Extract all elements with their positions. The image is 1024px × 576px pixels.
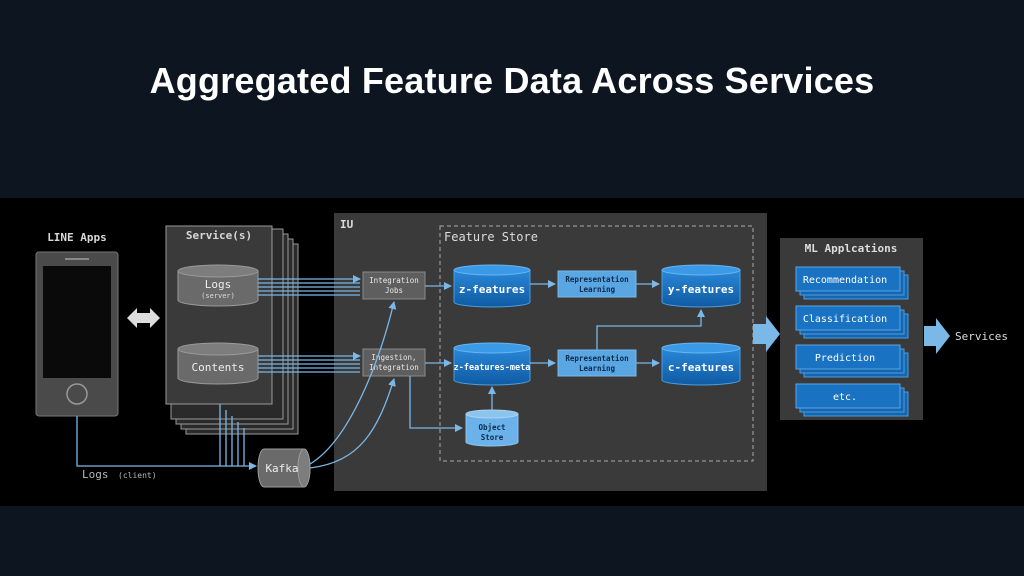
ml-item-recommendation xyxy=(795,266,909,300)
services-stack xyxy=(165,225,299,435)
rep-learning-bottom-line1: Representation xyxy=(565,354,628,363)
logs-label: Logs xyxy=(205,278,232,291)
representation-learning-box-top xyxy=(557,270,637,298)
logs-client-label: Logs xyxy=(82,468,109,481)
z-features-database-icon xyxy=(453,264,531,308)
rep-learning-top-line1: Representation xyxy=(565,275,628,284)
page-title: Aggregated Feature Data Across Services xyxy=(149,60,875,101)
phone-icon xyxy=(35,251,119,417)
ingestion-line1: Ingestion, xyxy=(371,353,416,362)
c-features-database-icon xyxy=(661,342,741,386)
kafka-label: Kafka xyxy=(265,462,298,475)
c-features-label: c-features xyxy=(668,361,734,374)
bidirectional-arrow-icon xyxy=(127,308,160,328)
ml-applications-label: ML Applcations xyxy=(805,242,898,255)
rep-learning-top-line2: Learning xyxy=(579,285,616,294)
z-features-meta-database-icon xyxy=(453,342,531,386)
z-features-meta-label: z-features-meta xyxy=(454,363,531,373)
ingestion-line2: Integration xyxy=(369,363,419,372)
services-label: Service(s) xyxy=(186,229,252,242)
object-store-database-icon xyxy=(465,409,519,447)
contents-database-icon xyxy=(177,342,259,385)
iu-label: IU xyxy=(340,218,354,231)
integration-jobs-box xyxy=(362,271,426,300)
contents-label: Contents xyxy=(192,361,245,374)
ml-item-etc xyxy=(795,383,909,417)
ml-item-classification-label: Classification xyxy=(803,314,887,325)
ml-item-etc-label: etc. xyxy=(833,392,857,403)
arrow-to-services-icon xyxy=(924,318,950,354)
z-features-label: z-features xyxy=(459,283,525,296)
ingestion-integration-box xyxy=(362,348,426,377)
arrow-to-ml-icon xyxy=(753,316,780,352)
ml-item-recommendation-label: Recommendation xyxy=(803,275,887,286)
feature-store-label: Feature Store xyxy=(444,230,538,244)
connector-lines xyxy=(76,275,705,470)
integration-jobs-line2: Jobs xyxy=(385,286,403,295)
object-store-line1: Object xyxy=(478,423,505,432)
y-features-database-icon xyxy=(661,264,741,308)
integration-jobs-line1: Integration xyxy=(369,276,419,285)
kafka-queue-icon xyxy=(257,448,311,488)
services-output-label: Services xyxy=(955,330,1008,343)
ml-item-prediction xyxy=(795,344,909,378)
logs-client-suffix: (client) xyxy=(118,471,157,480)
line-apps-label: LINE Apps xyxy=(47,231,107,244)
representation-learning-box-bottom xyxy=(557,349,637,377)
rep-learning-bottom-line2: Learning xyxy=(579,364,616,373)
logs-database-icon xyxy=(177,264,259,307)
y-features-label: y-features xyxy=(668,283,734,296)
logs-server-label: (server) xyxy=(201,292,235,300)
object-store-line2: Store xyxy=(481,433,504,442)
ml-item-prediction-label: Prediction xyxy=(815,353,875,364)
ml-item-classification xyxy=(795,305,909,339)
